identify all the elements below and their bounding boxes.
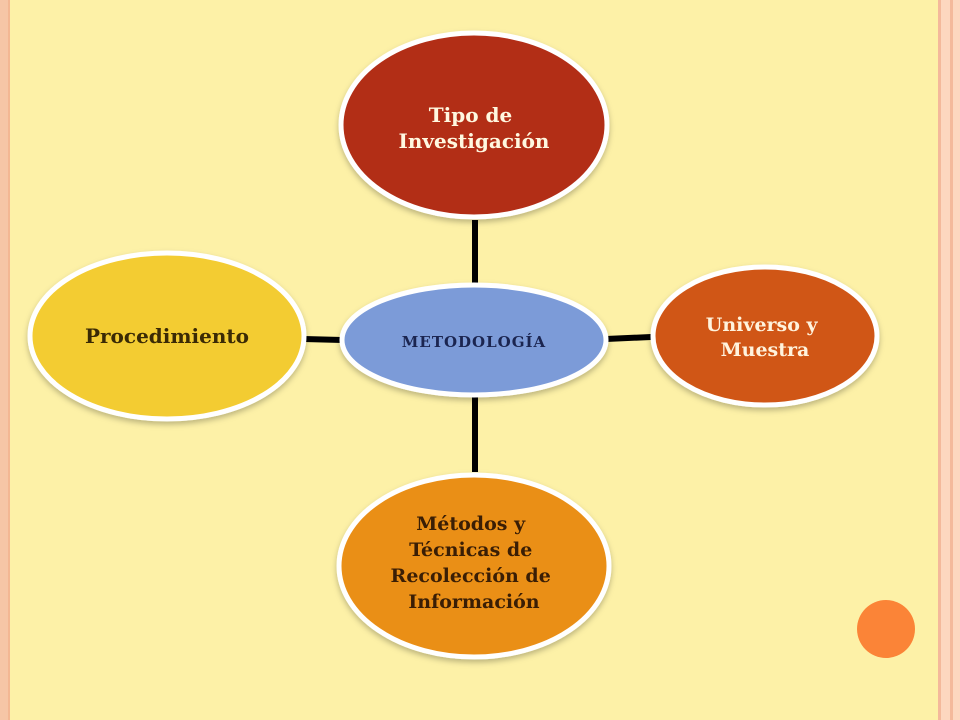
node-label-line: Procedimiento (85, 324, 249, 348)
node-universo-y-muestra: Universo y Muestra (650, 264, 880, 408)
methodology-diagram: Tipo de Investigación Universo y Muestra… (27, 30, 880, 660)
svg-text:Métodos y Técnicas de: Métodos y Técnicas de Recolección de Inf… (391, 513, 558, 613)
node-tipo-de-investigacion: Tipo de Investigación (338, 30, 610, 220)
slide-right-border (920, 0, 960, 720)
slide-left-border (0, 0, 10, 720)
node-label-line: Investigación (399, 129, 550, 153)
node-metodos-y-tecnicas: Métodos y Técnicas de Recolección de Inf… (336, 472, 612, 660)
accent-circle (857, 600, 915, 658)
node-label-line: Información (408, 591, 539, 613)
node-label-line: Universo y (706, 314, 819, 336)
node-label-line: Muestra (721, 339, 810, 361)
connector-left (303, 336, 343, 343)
center-label: METODOLOGÍA (402, 333, 546, 351)
node-label-line: Recolección de (391, 565, 551, 587)
node-label-line: Tipo de (429, 103, 512, 127)
node-label-line: Métodos y (416, 513, 526, 535)
svg-text:Universo y Muestra: Universo y Muestra (706, 314, 824, 361)
node-label-line: Técnicas de (409, 539, 532, 561)
connector-right (605, 334, 652, 342)
svg-text:Procedimiento: Procedimiento (85, 324, 249, 348)
node-metodologia-center: METODOLOGÍA (339, 282, 609, 398)
node-procedimiento: Procedimiento (27, 250, 307, 422)
svg-text:Tipo de Investigación: Tipo de Investigación (399, 103, 550, 153)
